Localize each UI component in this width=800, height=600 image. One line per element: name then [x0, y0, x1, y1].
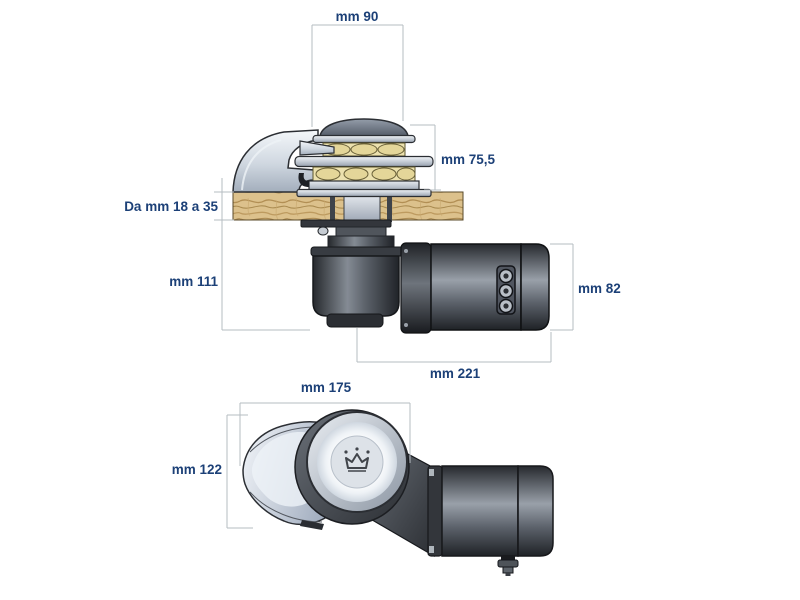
stripper-hook — [298, 173, 309, 187]
shaft-collar — [335, 226, 387, 237]
label-motor-diameter: mm 82 — [578, 281, 621, 296]
divider-disc — [294, 155, 434, 168]
dimension-overall-length — [239, 402, 411, 466]
label-deck-thickness: Da mm 18 a 35 — [124, 199, 218, 214]
chain-exit — [300, 520, 324, 530]
label-overall-length: mm 175 — [301, 380, 352, 395]
motor-end-cap — [520, 243, 550, 331]
arm-highlight — [241, 139, 282, 191]
roller — [371, 167, 397, 181]
flange-notch — [429, 469, 434, 476]
mounting-stud-left — [330, 196, 335, 222]
terminal-center — [503, 288, 509, 294]
gearbox-foot — [326, 313, 384, 328]
flange-notch — [429, 546, 434, 553]
main-shaft — [343, 193, 381, 221]
motor-top-view — [427, 465, 554, 576]
label-overall-width: mm 122 — [172, 462, 222, 477]
motor-end-cap-top — [517, 465, 554, 557]
terminal-center — [503, 273, 509, 279]
base-drum — [308, 180, 420, 191]
dimension-below-deck-length — [356, 328, 552, 363]
motor-flange-top — [427, 465, 443, 557]
cable-gland — [497, 555, 519, 576]
top-view-dimensions — [226, 402, 411, 529]
roller — [396, 167, 416, 181]
label-gypsy-width: mm 90 — [336, 9, 379, 24]
motor-coupling-flange — [400, 242, 432, 334]
top-cap — [319, 118, 409, 137]
side-view-dimensions — [214, 24, 574, 363]
label-below-deck-height: mm 111 — [169, 274, 218, 289]
flange-bolt — [404, 249, 408, 253]
roller — [315, 167, 341, 181]
top-view: mm 175 mm 122 — [172, 380, 554, 576]
dimension-deck-thickness — [214, 178, 234, 330]
shaft-bell — [327, 235, 395, 248]
dimension-above-deck-height — [410, 124, 441, 191]
arm-crease-bottom — [249, 491, 323, 523]
cap-disc — [330, 435, 384, 489]
label-below-deck-length: mm 221 — [430, 366, 481, 381]
roller — [350, 143, 378, 156]
cap-brim — [312, 134, 416, 144]
flange-bolt — [404, 323, 408, 327]
dimension-gypsy-width — [311, 24, 404, 127]
brand-emblem — [344, 447, 370, 472]
roller — [377, 143, 405, 156]
roller — [343, 167, 369, 181]
backing-plate — [300, 219, 392, 228]
gearbox — [312, 255, 400, 317]
mounting-stud-right — [387, 196, 392, 222]
dimension-motor-diameter — [550, 243, 574, 331]
terminal-center — [503, 303, 509, 309]
deck-flange — [296, 188, 432, 198]
label-above-deck-height: mm 75,5 — [441, 152, 496, 167]
stripper-tip — [299, 140, 335, 156]
dimension-overall-width — [226, 414, 253, 529]
mounting-nut-left — [317, 226, 329, 236]
below-deck-drive — [300, 219, 550, 334]
gypsy-assembly — [294, 118, 434, 198]
motor-body-top — [441, 465, 519, 557]
gearbox-flange — [310, 246, 412, 257]
side-view: mm 90 mm 75,5 Da mm 18 a 35 mm 111 mm 82… — [124, 9, 621, 381]
